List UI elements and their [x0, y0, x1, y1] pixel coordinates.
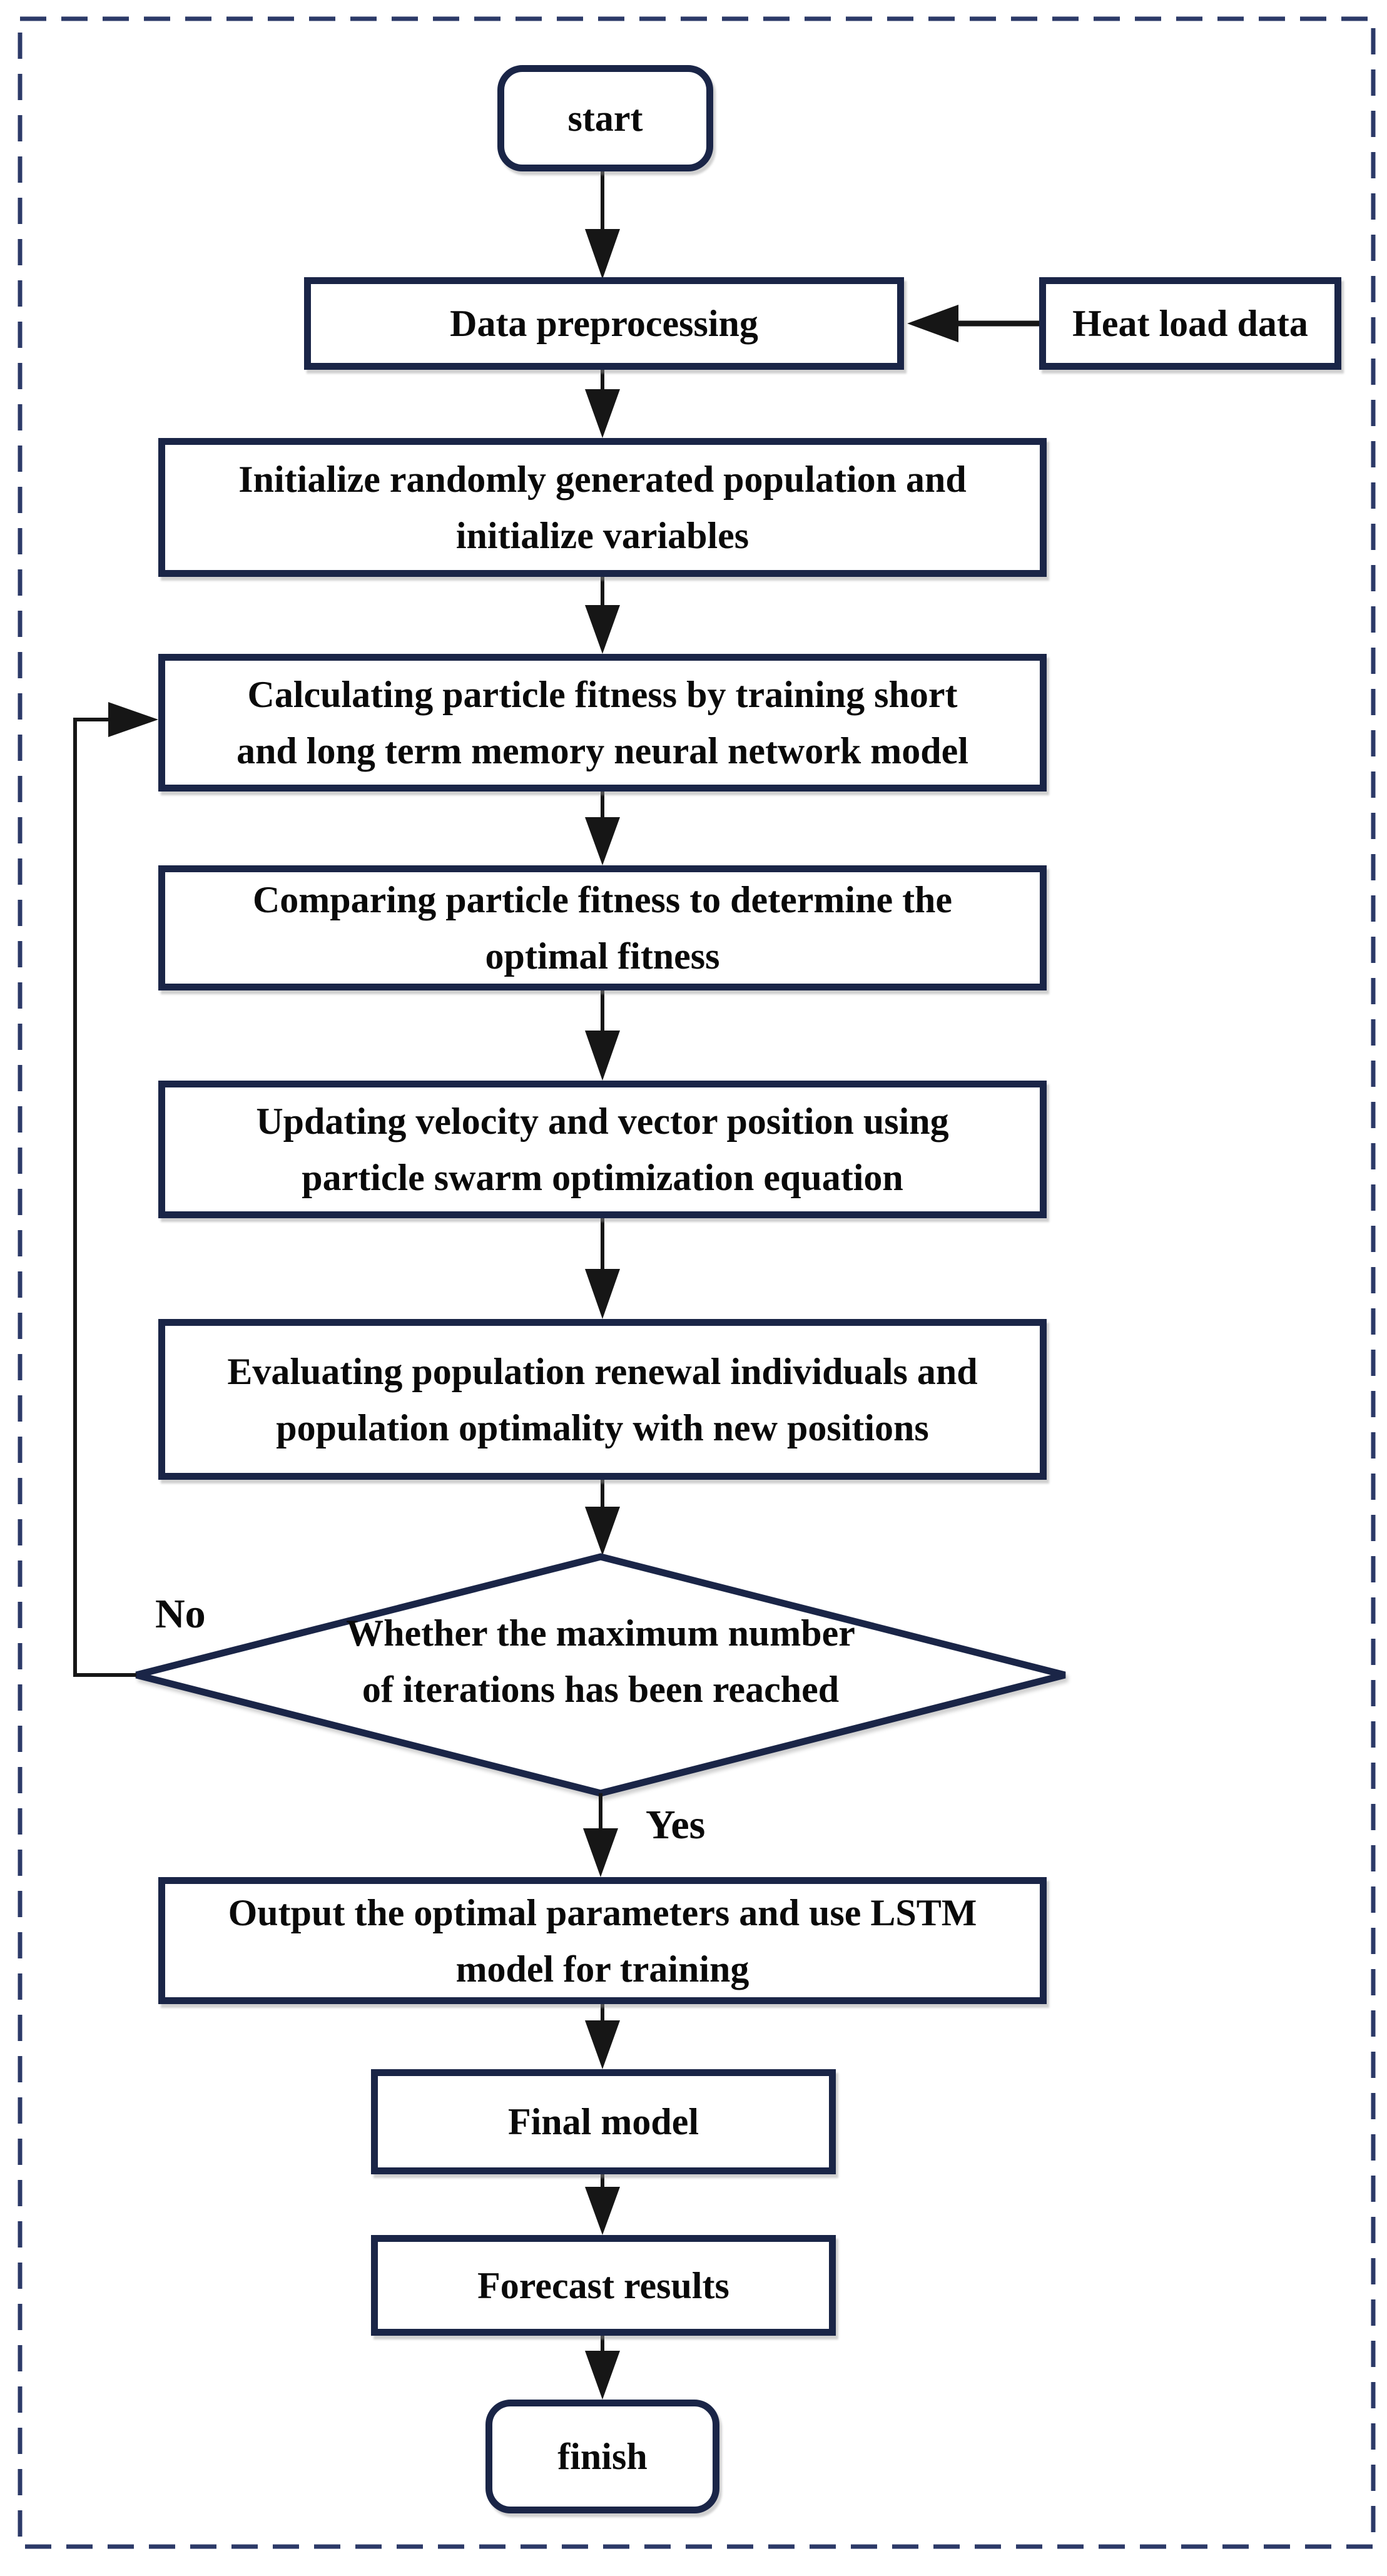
arrow-evaluate-to-decision [585, 1480, 620, 1555]
node-calculate-fitness-line2: and long term memory neural network mode… [236, 730, 968, 771]
arrow-decision-to-output [583, 1793, 618, 1877]
node-initialize-line2: initialize variables [455, 515, 749, 556]
node-start: start [497, 65, 713, 171]
node-forecast-results-label: Forecast results [477, 2264, 729, 2306]
node-heat-load-data: Heat load data [1039, 277, 1341, 370]
node-output-parameters-line1: Output the optimal parameters and use LS… [228, 1891, 977, 1933]
arrow-forecast-to-finish [585, 2336, 620, 2400]
arrow-output-to-finalmodel [585, 2004, 620, 2069]
arrow-finalmodel-to-forecast [585, 2174, 620, 2235]
node-compare-fitness-line1: Comparing particle fitness to determine … [252, 879, 953, 920]
node-evaluate-population-line2: population optimality with new positions [276, 1407, 929, 1448]
node-final-model-label: Final model [507, 2101, 699, 2142]
node-calculate-fitness-line1: Calculating particle fitness by training… [247, 674, 958, 715]
node-finish: finish [485, 2400, 719, 2513]
node-initialize-line1: Initialize randomly generated population… [238, 459, 967, 500]
dashed-frame [18, 16, 1376, 2549]
node-decision-label: Whether the maximum number of iterations… [263, 1605, 938, 1718]
edge-label-no: No [155, 1591, 206, 1637]
node-decision-line2: of iterations has been reached [362, 1669, 840, 1710]
node-update-velocity-line1: Updating velocity and vector position us… [256, 1101, 949, 1142]
arrow-calculate-to-compare [585, 792, 620, 865]
node-decision-line1: Whether the maximum number [346, 1612, 855, 1654]
node-evaluate-population-line1: Evaluating population renewal individual… [227, 1350, 978, 1392]
node-calculate-fitness: Calculating particle fitness by training… [158, 654, 1047, 792]
node-forecast-results: Forecast results [371, 2235, 836, 2336]
node-data-preprocessing-label: Data preprocessing [450, 303, 758, 344]
node-compare-fitness-line2: optimal fitness [485, 935, 720, 977]
node-start-label: start [567, 98, 643, 139]
node-output-parameters-line2: model for training [455, 1948, 749, 1990]
arrow-update-to-evaluate [585, 1218, 620, 1319]
arrow-preprocessing-to-initialize [585, 370, 620, 438]
node-heat-load-data-label: Heat load data [1072, 303, 1308, 344]
arrow-start-to-preprocessing [585, 171, 620, 279]
node-update-velocity: Updating velocity and vector position us… [158, 1081, 1047, 1218]
node-initialize: Initialize randomly generated population… [158, 438, 1047, 577]
node-data-preprocessing: Data preprocessing [304, 277, 904, 370]
node-update-velocity-line2: particle swarm optimization equation [302, 1157, 903, 1198]
arrow-loop-no [73, 702, 158, 1677]
arrow-compare-to-update [585, 990, 620, 1081]
arrow-initialize-to-calculate [585, 577, 620, 654]
node-output-parameters: Output the optimal parameters and use LS… [158, 1877, 1047, 2004]
node-finish-label: finish [557, 2436, 648, 2477]
node-final-model: Final model [371, 2069, 836, 2174]
node-evaluate-population: Evaluating population renewal individual… [158, 1319, 1047, 1480]
arrow-heatload-to-preprocessing [907, 305, 1039, 342]
node-compare-fitness: Comparing particle fitness to determine … [158, 865, 1047, 990]
edge-label-yes: Yes [646, 1802, 706, 1848]
